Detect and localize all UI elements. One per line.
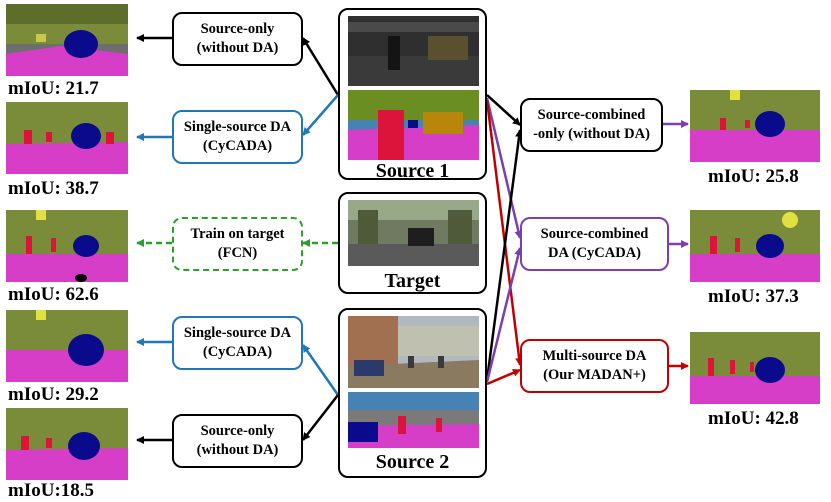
single-source-da-box-2: Single-source DA (CyCADA) xyxy=(172,316,303,370)
single-source-da-box-1: Single-source DA (CyCADA) xyxy=(172,110,303,164)
miou-score: mIoU: 38.7 xyxy=(8,178,99,199)
train-on-target-box: Train on target (FCN) xyxy=(172,217,303,271)
segmentation-thumb-combined-only xyxy=(690,90,820,162)
source-only-box-2: Source-only (without DA) xyxy=(172,414,303,468)
segmentation-thumb-train-on-target xyxy=(6,210,128,282)
source-combined-da-box: Source-combined DA (CyCADA) xyxy=(520,217,669,271)
source1-panel: Source 1 xyxy=(338,8,487,182)
miou-score: mIoU: 62.6 xyxy=(8,284,99,305)
miou-score: mIoU: 42.8 xyxy=(708,408,799,429)
source2-panel: Source 2 xyxy=(338,308,487,478)
segmentation-thumb-single-source-2 xyxy=(6,310,128,382)
target-label: Target xyxy=(384,270,441,292)
source1-segmentation xyxy=(348,90,479,160)
miou-score: mIoU: 25.8 xyxy=(708,166,799,187)
source1-game-photo xyxy=(348,16,479,86)
target-real-photo xyxy=(348,200,479,266)
miou-score: mIoU: 21.7 xyxy=(8,78,99,99)
source2-label: Source 2 xyxy=(375,451,450,473)
source2-segmentation xyxy=(348,392,479,448)
source-only-box-1: Source-only (without DA) xyxy=(172,12,303,66)
segmentation-thumb-source-only-1 xyxy=(6,4,128,76)
segmentation-thumb-source-only-2 xyxy=(6,408,128,480)
source1-label: Source 1 xyxy=(375,160,450,182)
segmentation-thumb-single-source-1 xyxy=(6,102,128,174)
source2-synthetic-photo xyxy=(348,316,479,388)
segmentation-thumb-combined-da xyxy=(690,210,820,282)
source-combined-only-box: Source-combined -only (without DA) xyxy=(520,98,663,152)
miou-score: mIoU:18.5 xyxy=(8,480,95,501)
multi-source-da-box: Multi-source DA (Our MADAN+) xyxy=(520,339,669,393)
miou-score: mIoU: 29.2 xyxy=(8,384,99,405)
miou-score: mIoU: 37.3 xyxy=(708,286,799,307)
target-panel: Target xyxy=(338,192,487,294)
segmentation-thumb-madan xyxy=(690,332,820,404)
